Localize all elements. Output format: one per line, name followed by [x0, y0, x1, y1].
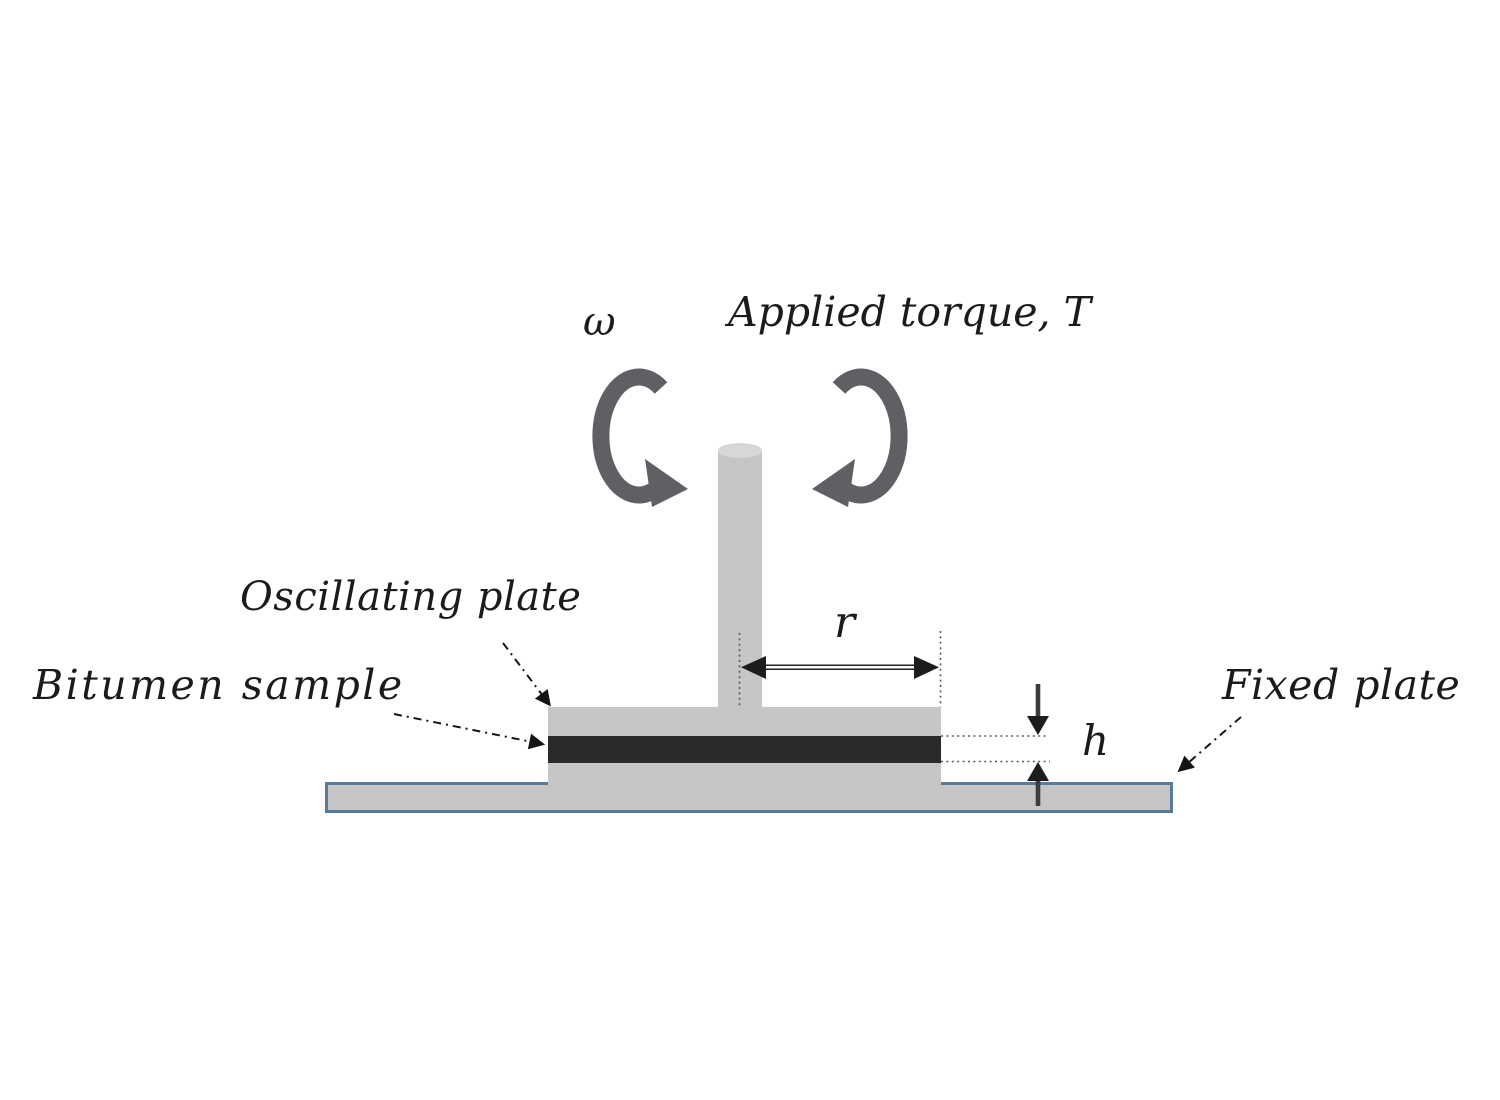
bitumen-sample-leader-arrow [393, 713, 546, 750]
rotation-arrow-right-icon [812, 368, 908, 507]
oscillating-plate-leader-arrow [502, 642, 551, 707]
rotation-arrow-left-icon [592, 368, 688, 507]
gap-dimension-label: h [1082, 716, 1110, 765]
spindle-shaft-cap [718, 443, 762, 458]
fixed-plate-leader-arrow [1177, 716, 1242, 773]
gap-dimension [941, 684, 1050, 806]
radius-dimension-label: r [834, 597, 856, 648]
radius-dimension [738, 631, 942, 707]
oscillating-plate-shape [548, 707, 941, 736]
applied-torque-label: Applied torque, T [728, 288, 1091, 336]
angular-velocity-label: ω [583, 299, 616, 345]
oscillating-plate-label: Oscillating plate [240, 574, 582, 620]
bitumen-sample-layer [548, 736, 941, 763]
fixed-plate-label: Fixed plate [1222, 661, 1461, 709]
bitumen-sample-label: Bitumen sample [33, 661, 405, 709]
lower-pedestal-shape [548, 763, 941, 786]
